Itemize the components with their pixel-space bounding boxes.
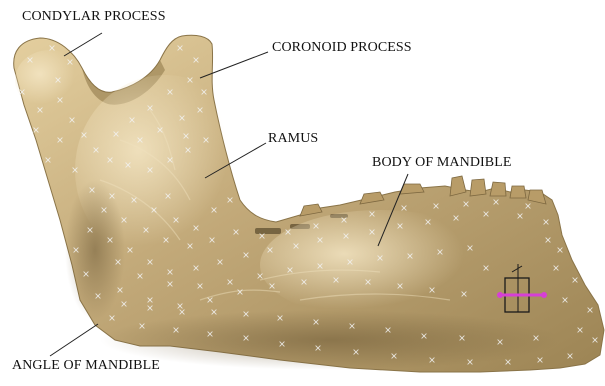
- glyph-end-left: [497, 292, 503, 298]
- label-ramus: RAMUS: [268, 131, 318, 147]
- glyph-end-right: [541, 292, 547, 298]
- leader-condylar: [64, 33, 102, 56]
- label-condylar-process: CONDYLAR PROCESS: [22, 9, 166, 25]
- angle-shadow: [65, 180, 125, 320]
- body-highlight: [260, 210, 500, 320]
- label-coronoid-process: CORONOID PROCESS: [272, 40, 412, 56]
- condyle-highlight: [15, 50, 85, 110]
- label-body-of-mandible: BODY OF MANDIBLE: [372, 155, 512, 171]
- lower-shadow: [100, 310, 560, 370]
- label-angle-of-mandible: ANGLE OF MANDIBLE: [12, 358, 160, 374]
- leader-angle: [50, 324, 98, 356]
